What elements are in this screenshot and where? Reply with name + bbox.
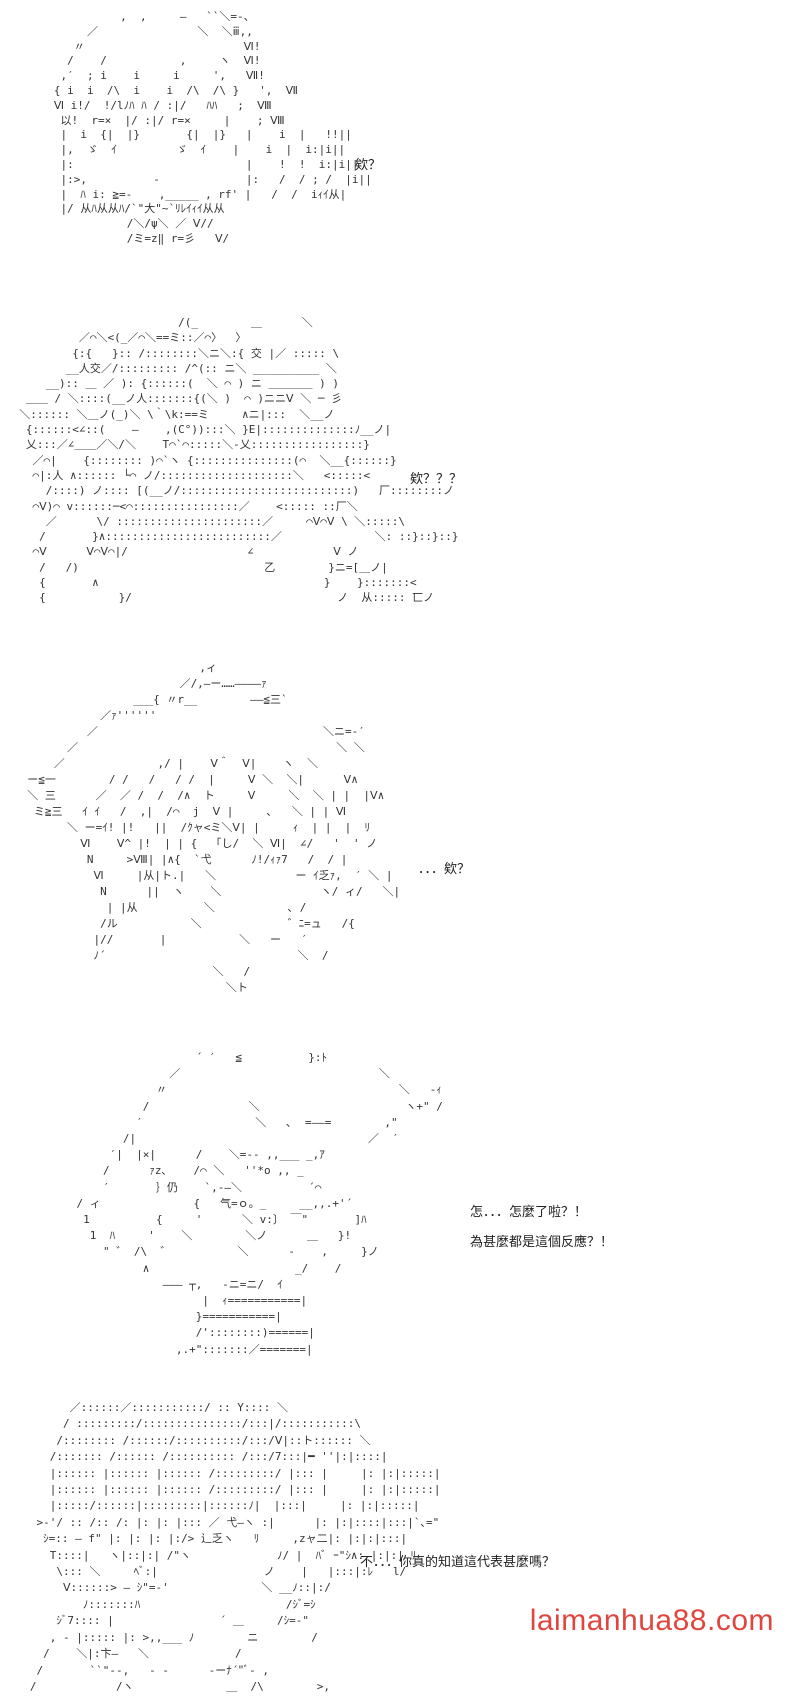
panel-5: ／::::::／:::::::::::/ :: Y:::: ＼ / ::::::… <box>0 1380 800 1698</box>
dialogue-line: ．．．欸？ <box>418 862 471 877</box>
dialogue-line: 欸？ <box>355 158 382 173</box>
ascii-art-girl-with-hat: /(_ ＿ ＼ ／⌒＼<(_／⌒＼==ミ::／⌒〉 〉 {:{ }:: /:::… <box>19 316 459 605</box>
panel-4: ´ ′ ≦ }:ﾄ ／ ＼ 〃 ＼ -ｨ / ＼ ヽ+" / <box>0 1040 800 1380</box>
panel-2: /(_ ＿ ＼ ／⌒＼<(_／⌒＼==ミ::／⌒〉 〉 {:{ }:: /:::… <box>0 300 800 650</box>
ascii-art-character-turning: ´ ′ ≦ }:ﾄ ／ ＼ 〃 ＼ -ｨ / ＼ ヽ+" / <box>76 1051 443 1356</box>
panel-1: , , ― ``＼=-、 ／ ＼ ＼ⅲ,, 〃 Ⅵ! / / , ヽ Ⅵ! ,′… <box>0 0 800 300</box>
ascii-art-girl-side-face: ,ィ ／/,―ー……――――ｧ ___{ 〃r__ ――≦三` ／ｧ''''''… <box>27 661 401 994</box>
dialogue-line: 怎．．．怎麼了啦？！ <box>470 1205 588 1220</box>
dialogue-line: 為甚麼都是這個反應？！ <box>470 1235 614 1250</box>
watermark-text: laimanhua88.com <box>529 1604 774 1637</box>
dialogue-line: 欸？？？ <box>410 472 463 487</box>
dialogue-line: 不．．．你真的知道這代表甚麼嗎？ <box>360 1555 556 1570</box>
panel-3: ,ィ ／/,―ー……――――ｧ ___{ 〃r__ ――≦三` ／ｧ''''''… <box>0 650 800 1040</box>
ascii-art-girl-closeup: , , ― ``＼=-、 ／ ＼ ＼ⅲ,, 〃 Ⅵ! / / , ヽ Ⅵ! ,′… <box>53 10 372 245</box>
ascii-art-girl-serious: ／::::::／:::::::::::/ :: Y:::: ＼ / ::::::… <box>29 1401 441 1693</box>
